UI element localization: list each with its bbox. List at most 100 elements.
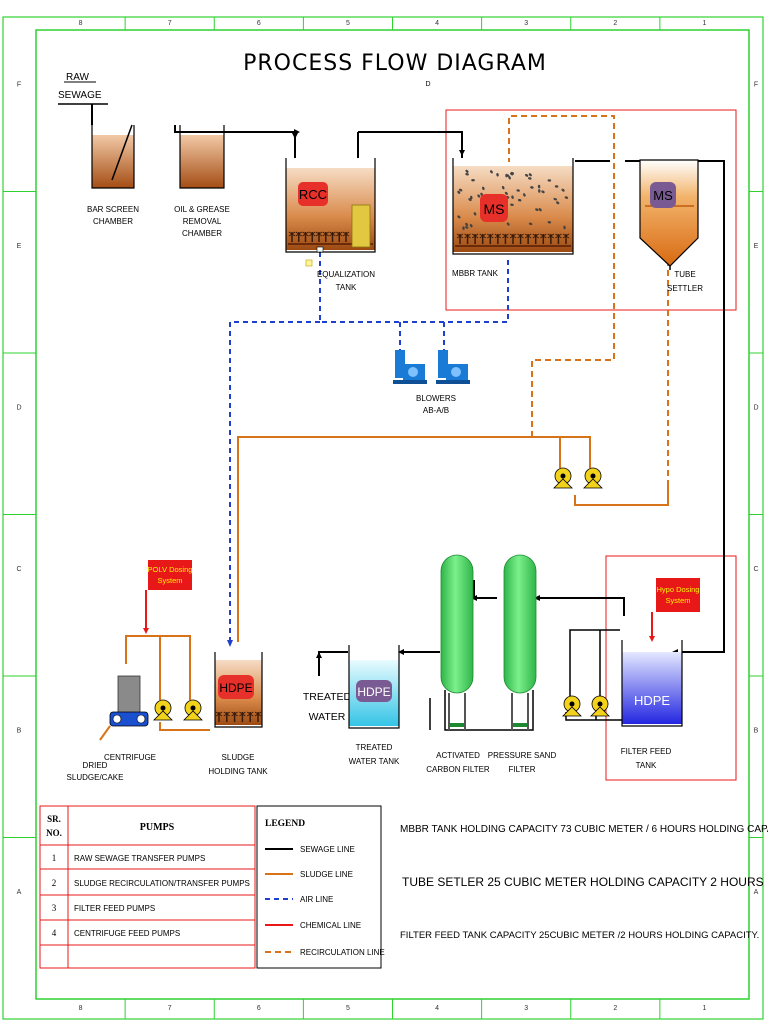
- note-tube-settler: TUBE SETLER 25 CUBIC METER HOLDING CAPAC…: [402, 875, 764, 889]
- diffuser-branch: [215, 711, 223, 717]
- hypo-dosing-box: [656, 578, 700, 612]
- diffuser-branch: [295, 231, 303, 237]
- media-piece: [517, 198, 522, 202]
- legend-air-line: AIR LINE: [300, 895, 333, 904]
- filter-feed-pumps: [562, 695, 610, 717]
- media-piece: [462, 226, 465, 231]
- diffuser-branch: [479, 233, 486, 239]
- media-piece: [541, 190, 545, 194]
- border-column-marker: 2: [613, 20, 617, 27]
- border-column-marker: 5: [346, 1005, 350, 1012]
- media-piece: [511, 195, 514, 199]
- diffuser-branch: [517, 233, 524, 239]
- table-row-3-name: FILTER FEED PUMPS: [74, 904, 155, 913]
- media-piece: [523, 193, 526, 197]
- blower-stack: [438, 350, 448, 378]
- sludge-holding-diffusers: [215, 711, 262, 722]
- diffuser-branch: [322, 231, 330, 237]
- equalization-diffusers: [288, 231, 350, 242]
- tube-settler-tag-text: MS: [653, 188, 673, 203]
- media-piece: [470, 195, 473, 200]
- pump-foot: [183, 710, 203, 721]
- media-piece: [504, 191, 508, 195]
- media-piece: [528, 173, 532, 177]
- mbbr-tag: [480, 194, 508, 222]
- media-piece: [465, 169, 469, 173]
- diagram-title: PROCESS FLOW DIAGRAM: [243, 51, 547, 76]
- diffuser-branch: [329, 231, 336, 237]
- diffuser-branch: [288, 231, 296, 237]
- media-piece: [525, 173, 529, 177]
- diffuser-branch: [540, 233, 547, 239]
- media-piece: [465, 222, 469, 227]
- blower-stack: [395, 350, 405, 378]
- filter-feed-tank: [621, 640, 683, 727]
- border-row-marker: B: [754, 728, 759, 735]
- diffuser-branch: [464, 233, 471, 239]
- border-column-marker: 7: [168, 20, 172, 27]
- polv-dosing-box: [148, 560, 192, 590]
- pump-foot: [553, 478, 573, 489]
- equalization-tag: [298, 182, 328, 206]
- border-row-marker: F: [754, 82, 758, 89]
- border-row-marker: E: [754, 243, 759, 250]
- border-column-marker: 1: [702, 1005, 706, 1012]
- media-piece: [465, 172, 469, 176]
- border-column-marker: 6: [257, 1005, 261, 1012]
- media-piece: [510, 172, 514, 176]
- mbbr-label: MBBR TANK: [452, 269, 499, 278]
- blower-wheel: [408, 367, 418, 377]
- diffuser-branch: [547, 233, 555, 239]
- table-row-1-name: RAW SEWAGE TRANSFER PUMPS: [74, 854, 205, 863]
- border-row-marker: A: [17, 889, 22, 896]
- border-row-marker: D: [16, 405, 21, 412]
- diffuser-branch: [471, 233, 479, 239]
- diffuser-branch: [315, 231, 323, 237]
- table-col-pumps: PUMPS: [140, 822, 175, 833]
- media-piece: [458, 188, 463, 192]
- chemical-lines: [145, 590, 653, 640]
- media-piece: [556, 201, 560, 205]
- media-piece: [471, 179, 475, 182]
- diffuser-branch: [246, 711, 254, 717]
- table-row-1-no: 1: [52, 853, 57, 863]
- pump-hub: [597, 701, 603, 707]
- pump-hub: [590, 473, 596, 479]
- note-filter-feed: FILTER FEED TANK CAPACITY 25CUBIC METER …: [400, 930, 759, 941]
- media-piece: [528, 177, 532, 180]
- diffuser-branch: [335, 231, 343, 237]
- sewage-arrows: [292, 129, 678, 658]
- media-piece: [465, 226, 469, 229]
- media-piece: [528, 222, 533, 226]
- media-piece: [516, 189, 520, 192]
- border-row-marker: D: [753, 405, 758, 412]
- media-piece: [477, 194, 481, 198]
- blower-base: [436, 380, 470, 384]
- border-row-marker: A: [754, 889, 759, 896]
- pump-hub: [190, 705, 196, 711]
- border-row-marker: C: [16, 566, 21, 573]
- note-mbbr: MBBR TANK HOLDING CAPACITY 73 CUBIC METE…: [400, 824, 768, 835]
- border-column-marker: 4: [435, 1005, 439, 1012]
- border-column-marker: 7: [168, 1005, 172, 1012]
- bar-screen-chamber: [91, 124, 135, 189]
- media-piece: [561, 188, 565, 192]
- media-piece: [554, 185, 559, 188]
- media-piece: [547, 221, 552, 224]
- diffuser-branch: [231, 711, 238, 717]
- equalization-tag-text: RCC: [299, 187, 327, 202]
- border-column-marker: 4: [435, 20, 439, 27]
- border-column-marker: 3: [524, 1005, 528, 1012]
- legend-title: LEGEND: [265, 819, 305, 829]
- media-piece: [468, 198, 472, 202]
